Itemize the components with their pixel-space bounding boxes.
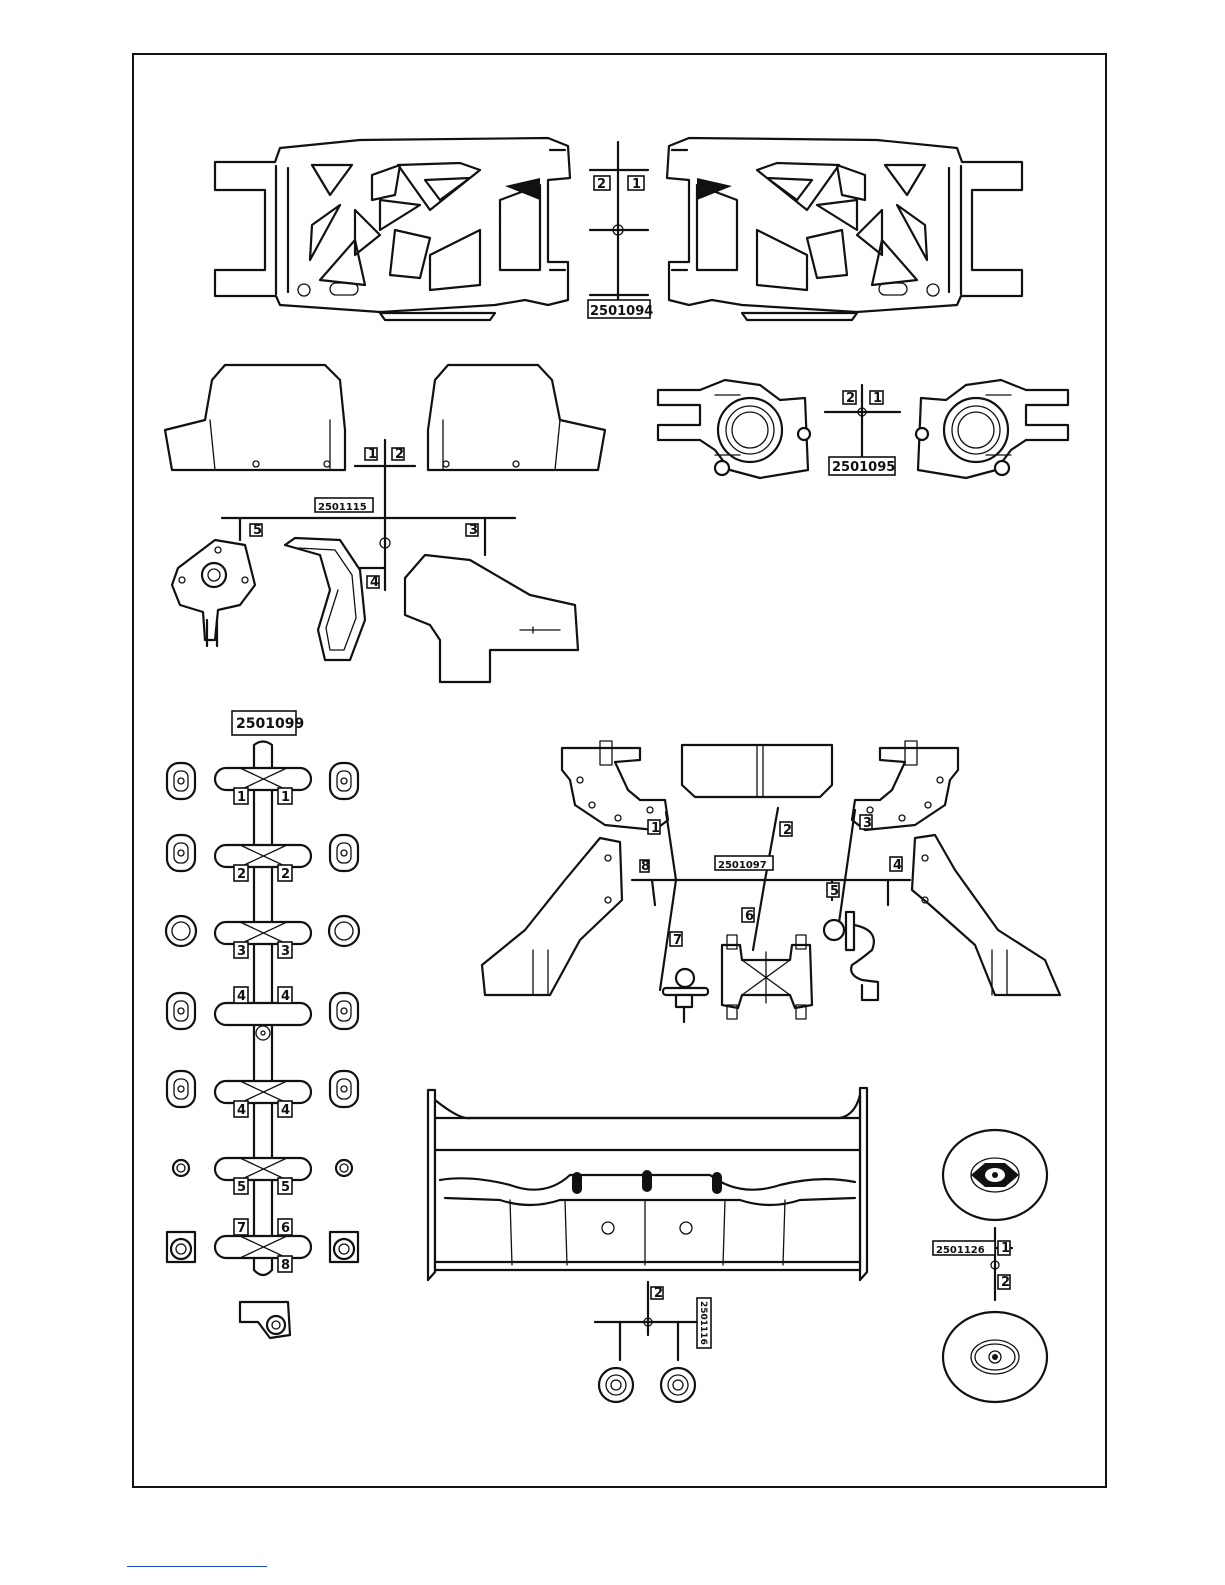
bumper-tree-number: 3 [469, 523, 478, 538]
part-number-rear-hubs: 2501095 [832, 460, 895, 475]
mount-tree-number: 1 [237, 790, 246, 805]
wheel-tree-number: 2 [1001, 1275, 1010, 1290]
mount-tree-number: 4 [281, 989, 290, 1004]
part-number-mount-tree: 2501099 [236, 716, 304, 732]
mount-tree-number: 2 [281, 867, 290, 882]
mount-tree-number: 5 [281, 1180, 290, 1195]
wheel-tree-number: 1 [1001, 1241, 1010, 1256]
wheel-top [943, 1130, 1047, 1220]
bumper-left [165, 365, 345, 470]
bumper-mount [172, 540, 255, 646]
lower-arm-tree-number: 2 [597, 177, 606, 192]
part-number-wing-tree: 2501116 [698, 1301, 708, 1345]
shock-tower-tree-number: 2 [783, 823, 792, 838]
bumper-tree-number: 2 [395, 447, 404, 462]
lower-arm-left [215, 138, 570, 320]
mount-tree-number: 1 [281, 790, 290, 805]
lower-arm-tree-number: 1 [632, 177, 641, 192]
part-number-wheel-tree: 2501126 [936, 1245, 985, 1256]
shock-tower-tree-number: 3 [863, 816, 872, 831]
shock-tower-tree-number: 1 [651, 821, 660, 836]
shock-tower-small-pieces [663, 912, 878, 1022]
bumper-right [428, 365, 605, 470]
mount-tree-number: 2 [237, 867, 246, 882]
shock-tower-tree-number: 8 [641, 859, 650, 874]
mount-tree-number: 6 [281, 1221, 290, 1236]
lower-arm-sprue: 2 1 2501094 [588, 142, 653, 319]
wing-tree-number: 2 [654, 1286, 663, 1301]
wing-sprue: 2 2501116 [595, 1282, 711, 1402]
part-number-lower-arms: 2501094 [590, 304, 653, 319]
lower-arm-right [667, 138, 1022, 320]
bumper-tree-number: 1 [368, 447, 377, 462]
shock-tower-tree-number: 5 [830, 884, 839, 899]
bumper-tree-number: 5 [253, 523, 262, 538]
hub-tree-number: 2 [846, 391, 855, 406]
mount-tree-number: 3 [237, 944, 246, 959]
shock-tower-upper-pieces [562, 741, 958, 830]
shock-tower-tree-number: 4 [893, 858, 902, 873]
wheel-sprue: 2501126 1 2 [933, 1228, 1012, 1300]
mount-tree-number: 7 [237, 1221, 246, 1236]
mount-tree-number: 4 [281, 1103, 290, 1118]
rear-hub-left [658, 380, 810, 478]
shock-tower-tree-number: 7 [673, 933, 682, 948]
rear-hub-sprue: 2 1 2501095 [825, 385, 900, 475]
mount-tree-number: 4 [237, 989, 246, 1004]
rear-hub-right [916, 380, 1068, 478]
part-number-shock-tower-tree: 2501097 [718, 860, 767, 871]
mount-tree-number: 8 [281, 1258, 290, 1273]
body-clip-strap [285, 538, 365, 660]
mount-tree-number: 5 [237, 1180, 246, 1195]
wheel-bottom [943, 1312, 1047, 1402]
bumper-tree-number: 4 [370, 575, 379, 590]
shock-tower-tree-number: 6 [745, 909, 754, 924]
wing-plate-piece [405, 555, 578, 682]
part-number-bumper-tree: 2501115 [318, 502, 367, 513]
rear-wing [428, 1088, 867, 1280]
mount-tree-number: 3 [281, 944, 290, 959]
footer-link-underline[interactable] [127, 1566, 267, 1567]
mount-tree-sprue: 2501099 1 1 2 2 3 3 4 4 4 4 5 5 7 6 8 [215, 711, 311, 1275]
mount-tree-number: 4 [237, 1103, 246, 1118]
hub-tree-number: 1 [873, 391, 882, 406]
